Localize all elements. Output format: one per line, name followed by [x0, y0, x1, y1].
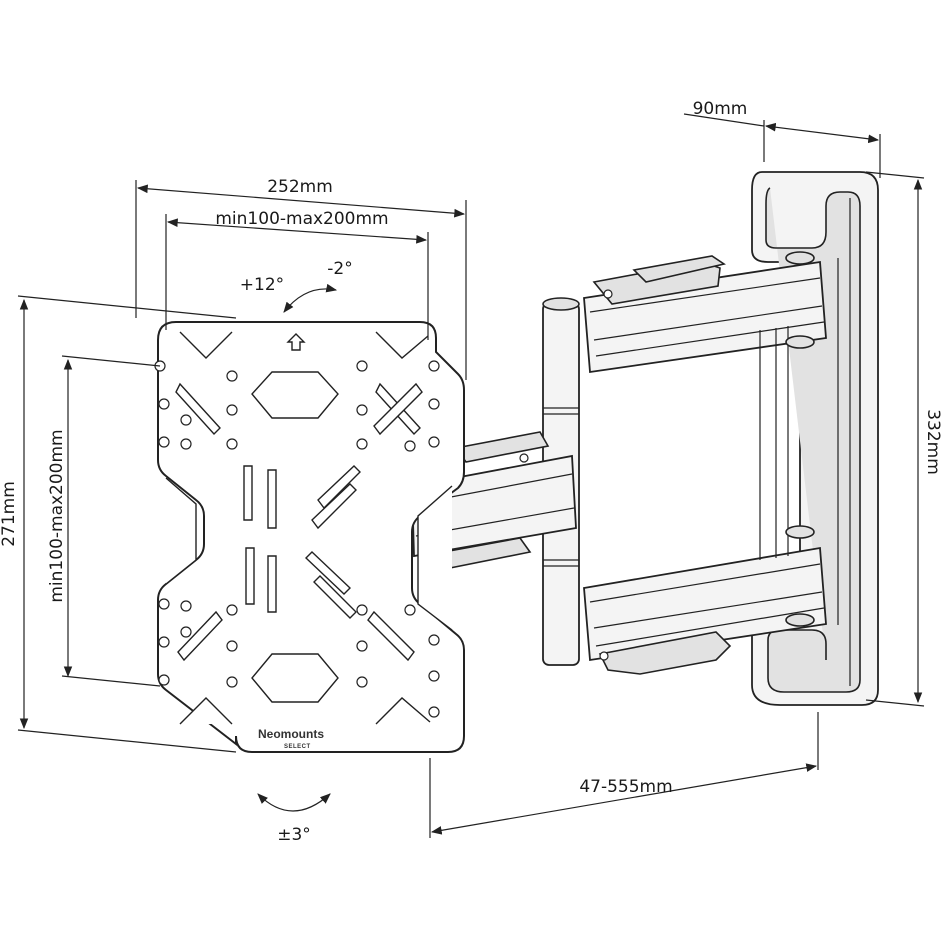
label-plate-height: 271mm [0, 481, 19, 547]
label-tilt-down: -2° [327, 259, 352, 279]
label-wall-depth: 90mm [693, 99, 748, 119]
label-tilt-up: +12° [240, 275, 284, 295]
tv-plate: Neomounts SELECT [154, 321, 465, 753]
label-plate-width: 252mm [267, 177, 333, 197]
label-vesa-horizontal: min100-max200mm [215, 209, 388, 229]
swing-arm [411, 251, 827, 675]
label-rotation: ±3° [277, 825, 311, 845]
label-vesa-vertical: min100-max200mm [47, 429, 67, 602]
label-arm-extension: 47-555mm [579, 777, 672, 797]
brand-logo: Neomounts [258, 727, 324, 741]
brand-line: SELECT [284, 744, 311, 750]
dimension-lines [17, 113, 925, 838]
label-wall-height: 332mm [923, 409, 943, 475]
